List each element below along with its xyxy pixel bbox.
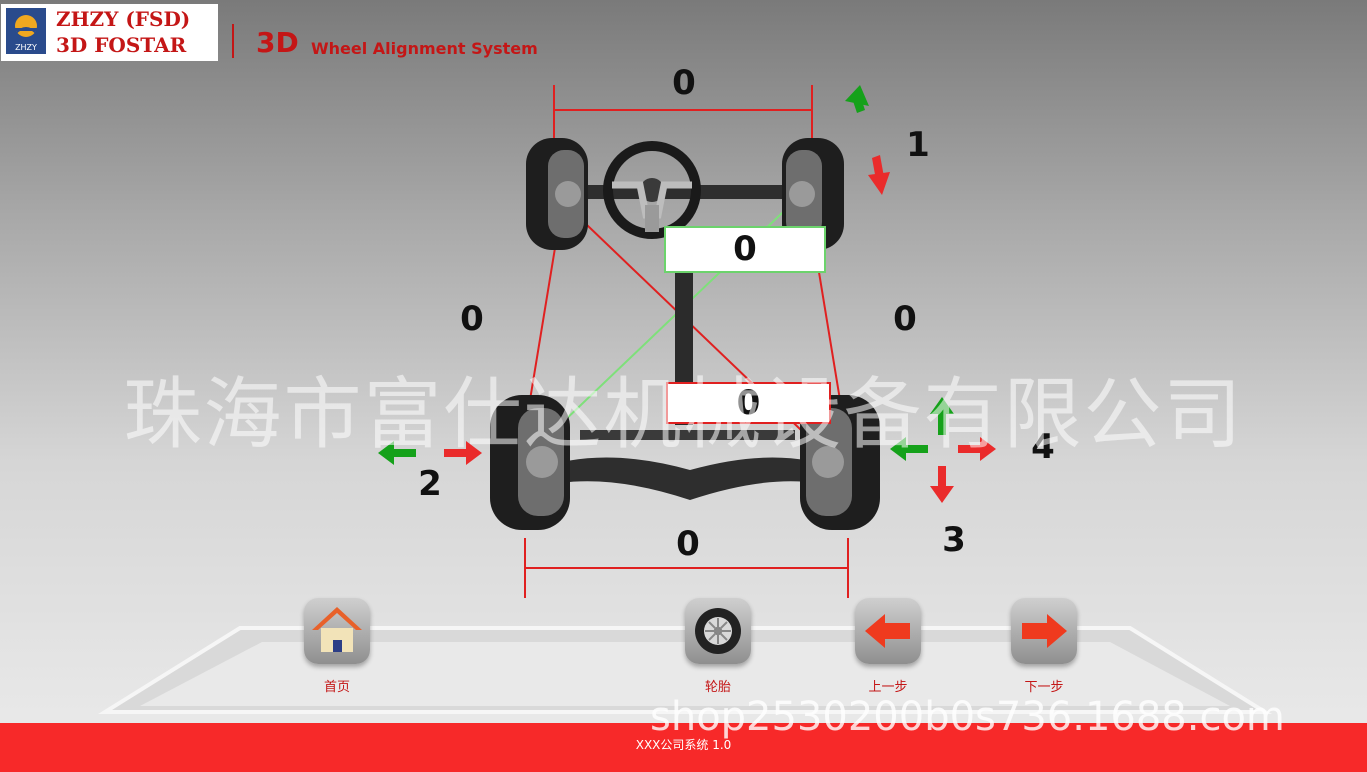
arrow-down-red-icon xyxy=(868,155,890,195)
home-label: 首页 xyxy=(323,680,350,695)
front-diagonal-box: 0 xyxy=(664,226,826,273)
brand-line2: 3D FOSTAR xyxy=(56,33,187,57)
arrow-left-green-icon xyxy=(890,437,928,461)
nav-panel xyxy=(98,626,1272,714)
arrow-up-green-icon xyxy=(845,85,869,113)
title-3d: 3D xyxy=(256,26,299,59)
wheel-label-2: 2 xyxy=(418,464,442,504)
title-subtitle: Wheel Alignment System xyxy=(311,39,538,58)
next-label: 下一步 xyxy=(1024,680,1064,695)
wheel-rear-right xyxy=(800,395,880,530)
arrow-left-icon xyxy=(865,614,910,648)
tire-icon xyxy=(695,608,741,654)
wheel-front-right xyxy=(782,138,844,250)
diagonal-green xyxy=(517,171,826,466)
diagonal-red xyxy=(539,179,849,476)
rear-width-value: 0 xyxy=(676,524,700,564)
shop-watermark: shop2530200b0s736.1688.com xyxy=(650,694,1285,740)
wheel-label-4: 4 xyxy=(1031,427,1055,467)
footer-bar xyxy=(0,723,1367,772)
rear-axle xyxy=(535,457,840,500)
brand-line1: ZHZY (FSD) xyxy=(56,7,191,31)
home-button[interactable] xyxy=(304,598,370,664)
arrow-up-green-icon xyxy=(930,397,954,435)
prev-label: 上一步 xyxy=(868,680,908,695)
wheel-rear-left xyxy=(490,395,570,530)
arrow-left-green-icon xyxy=(378,441,416,465)
arrow-right-red-icon xyxy=(958,437,996,461)
left-side-value: 0 xyxy=(460,299,484,339)
header-divider xyxy=(232,24,234,58)
arrow-down-red-icon xyxy=(930,466,954,503)
center-shaft xyxy=(675,235,693,425)
arrows xyxy=(378,85,996,503)
front-width-value: 0 xyxy=(672,63,696,103)
measure-lines xyxy=(524,85,849,598)
logo-text: ZHZY xyxy=(15,43,37,52)
house-icon xyxy=(312,607,362,652)
logo-emblem-icon: ZHZY xyxy=(6,8,46,54)
rear-diagonal-box: 0 xyxy=(666,382,831,424)
wheel-front-left xyxy=(526,138,588,250)
steering-wheel-icon xyxy=(603,141,701,239)
arrow-right-red-icon xyxy=(444,441,482,465)
wheel-label-1: 1 xyxy=(906,125,930,165)
tire-label: 轮胎 xyxy=(704,680,731,695)
company-watermark: 珠海市富仕达机械设备有限公司 xyxy=(123,370,1244,460)
right-side-value: 0 xyxy=(893,299,917,339)
wheel-label-3: 3 xyxy=(942,520,966,560)
arrow-right-icon xyxy=(1022,614,1067,648)
prev-button[interactable] xyxy=(855,598,921,664)
footer-text: XXX公司系统 1.0 xyxy=(635,738,732,752)
next-button[interactable] xyxy=(1011,598,1077,664)
tire-button[interactable] xyxy=(685,598,751,664)
